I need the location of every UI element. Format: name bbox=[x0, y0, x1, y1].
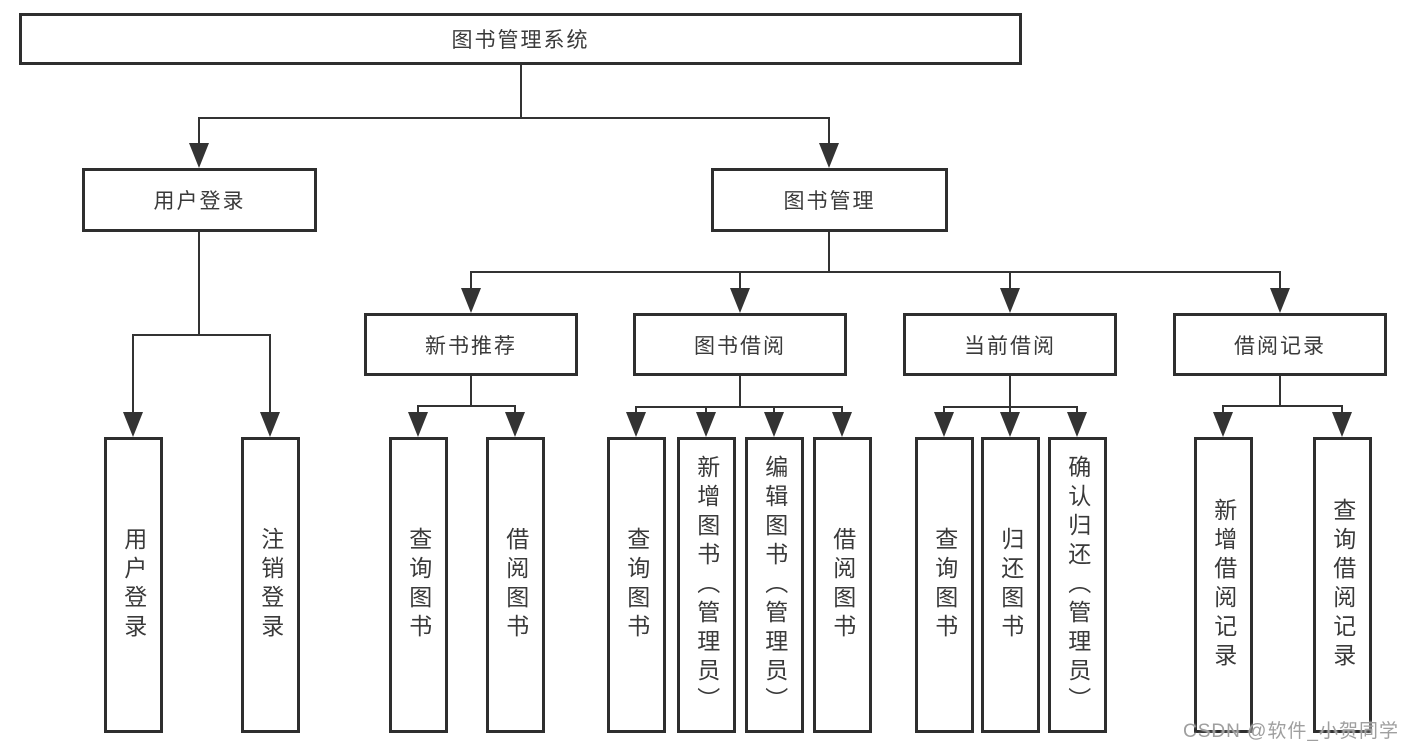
connector-line bbox=[514, 405, 516, 413]
leaf-query-book-recommend: 查询图书 bbox=[389, 437, 448, 733]
connector-line bbox=[739, 376, 741, 406]
connector-line bbox=[520, 65, 522, 117]
connector-line bbox=[198, 232, 200, 334]
arrow-down-icon bbox=[832, 412, 852, 437]
leaf-query-borrow-record: 查询借阅记录 bbox=[1313, 437, 1372, 733]
connector-line bbox=[417, 405, 419, 413]
leaf-return-book-label: 归还图书 bbox=[997, 527, 1024, 643]
connector-line bbox=[417, 405, 516, 407]
connector-line bbox=[943, 406, 945, 413]
connector-line bbox=[470, 271, 472, 290]
leaf-add-book-admin-label: 新增图书（管理员） bbox=[693, 454, 720, 716]
arrow-down-icon bbox=[626, 412, 646, 437]
node-book-management: 图书管理 bbox=[711, 168, 948, 232]
arrow-down-icon bbox=[1000, 288, 1020, 313]
leaf-borrow-book: 借阅图书 bbox=[813, 437, 872, 733]
leaf-query-book-current: 查询图书 bbox=[915, 437, 974, 733]
leaf-user-login-label: 用户登录 bbox=[120, 527, 147, 643]
node-book-borrowing: 图书借阅 bbox=[633, 313, 847, 376]
arrow-down-icon bbox=[696, 412, 716, 437]
leaf-query-book-recommend-label: 查询图书 bbox=[405, 527, 432, 643]
node-new-book-recommend: 新书推荐 bbox=[364, 313, 578, 376]
leaf-query-book-borrowing: 查询图书 bbox=[607, 437, 666, 733]
connector-line bbox=[1222, 405, 1224, 413]
node-book-management-label: 图书管理 bbox=[783, 190, 876, 213]
node-new-book-recommend-label: 新书推荐 bbox=[425, 334, 517, 358]
leaf-logout-label: 注销登录 bbox=[257, 527, 284, 643]
arrow-down-icon bbox=[764, 412, 784, 437]
connector-line bbox=[828, 117, 830, 144]
connector-line bbox=[470, 271, 1280, 273]
leaf-borrow-book-recommend: 借阅图书 bbox=[486, 437, 545, 733]
connector-line bbox=[1076, 406, 1078, 413]
arrow-down-icon bbox=[505, 412, 525, 437]
arrow-down-icon bbox=[1213, 412, 1233, 437]
node-root-label: 图书管理系统 bbox=[451, 29, 590, 52]
connector-line bbox=[198, 117, 830, 119]
leaf-return-book: 归还图书 bbox=[981, 437, 1040, 733]
connector-line bbox=[1009, 271, 1011, 290]
arrow-down-icon bbox=[1332, 412, 1352, 437]
connector-line bbox=[470, 376, 472, 405]
arrow-down-icon bbox=[819, 143, 839, 168]
connector-line bbox=[132, 334, 134, 413]
node-book-borrowing-label: 图书借阅 bbox=[694, 334, 786, 358]
node-current-borrowing-label: 当前借阅 bbox=[964, 334, 1056, 358]
connector-line bbox=[1009, 376, 1011, 406]
arrow-down-icon bbox=[189, 143, 209, 168]
leaf-logout: 注销登录 bbox=[241, 437, 300, 733]
arrow-down-icon bbox=[260, 412, 280, 437]
connector-line bbox=[269, 334, 271, 413]
connector-line bbox=[773, 406, 775, 413]
arrow-down-icon bbox=[1067, 412, 1087, 437]
connector-line bbox=[828, 232, 830, 271]
node-user-login: 用户登录 bbox=[82, 168, 317, 232]
arrow-down-icon bbox=[934, 412, 954, 437]
connector-line bbox=[635, 406, 843, 408]
node-root-system: 图书管理系统 bbox=[19, 13, 1022, 65]
leaf-query-borrow-record-label: 查询借阅记录 bbox=[1329, 498, 1356, 672]
arrow-down-icon bbox=[461, 288, 481, 313]
leaf-confirm-return-admin: 确认归还（管理员） bbox=[1048, 437, 1107, 733]
leaf-borrow-book-label: 借阅图书 bbox=[829, 527, 856, 643]
arrow-down-icon bbox=[1000, 412, 1020, 437]
arrow-down-icon bbox=[1270, 288, 1290, 313]
leaf-add-borrow-record: 新增借阅记录 bbox=[1194, 437, 1253, 733]
connector-line bbox=[705, 406, 707, 413]
leaf-confirm-return-admin-label: 确认归还（管理员） bbox=[1064, 454, 1091, 716]
connector-line bbox=[1279, 271, 1281, 290]
connector-line bbox=[739, 271, 741, 290]
leaf-add-book-admin: 新增图书（管理员） bbox=[677, 437, 736, 733]
connector-line bbox=[1009, 406, 1011, 413]
csdn-watermark: CSDN @软件_小贺同学 bbox=[1183, 721, 1399, 742]
node-user-login-label: 用户登录 bbox=[153, 190, 246, 213]
node-borrow-records: 借阅记录 bbox=[1173, 313, 1387, 376]
leaf-edit-book-admin-label: 编辑图书（管理员） bbox=[761, 454, 788, 716]
connector-line bbox=[1222, 405, 1343, 407]
arrow-down-icon bbox=[730, 288, 750, 313]
connector-line bbox=[132, 334, 271, 336]
connector-line bbox=[198, 117, 200, 144]
arrow-down-icon bbox=[123, 412, 143, 437]
leaf-add-borrow-record-label: 新增借阅记录 bbox=[1210, 498, 1237, 672]
leaf-borrow-book-recommend-label: 借阅图书 bbox=[502, 527, 529, 643]
leaf-edit-book-admin: 编辑图书（管理员） bbox=[745, 437, 804, 733]
connector-line bbox=[1341, 405, 1343, 413]
leaf-user-login: 用户登录 bbox=[104, 437, 163, 733]
leaf-query-book-current-label: 查询图书 bbox=[931, 527, 958, 643]
leaf-query-book-borrowing-label: 查询图书 bbox=[623, 527, 650, 643]
arrow-down-icon bbox=[408, 412, 428, 437]
connector-line bbox=[841, 406, 843, 413]
connector-line bbox=[635, 406, 637, 413]
node-current-borrowing: 当前借阅 bbox=[903, 313, 1117, 376]
connector-line bbox=[1279, 376, 1281, 405]
node-borrow-records-label: 借阅记录 bbox=[1234, 334, 1326, 358]
